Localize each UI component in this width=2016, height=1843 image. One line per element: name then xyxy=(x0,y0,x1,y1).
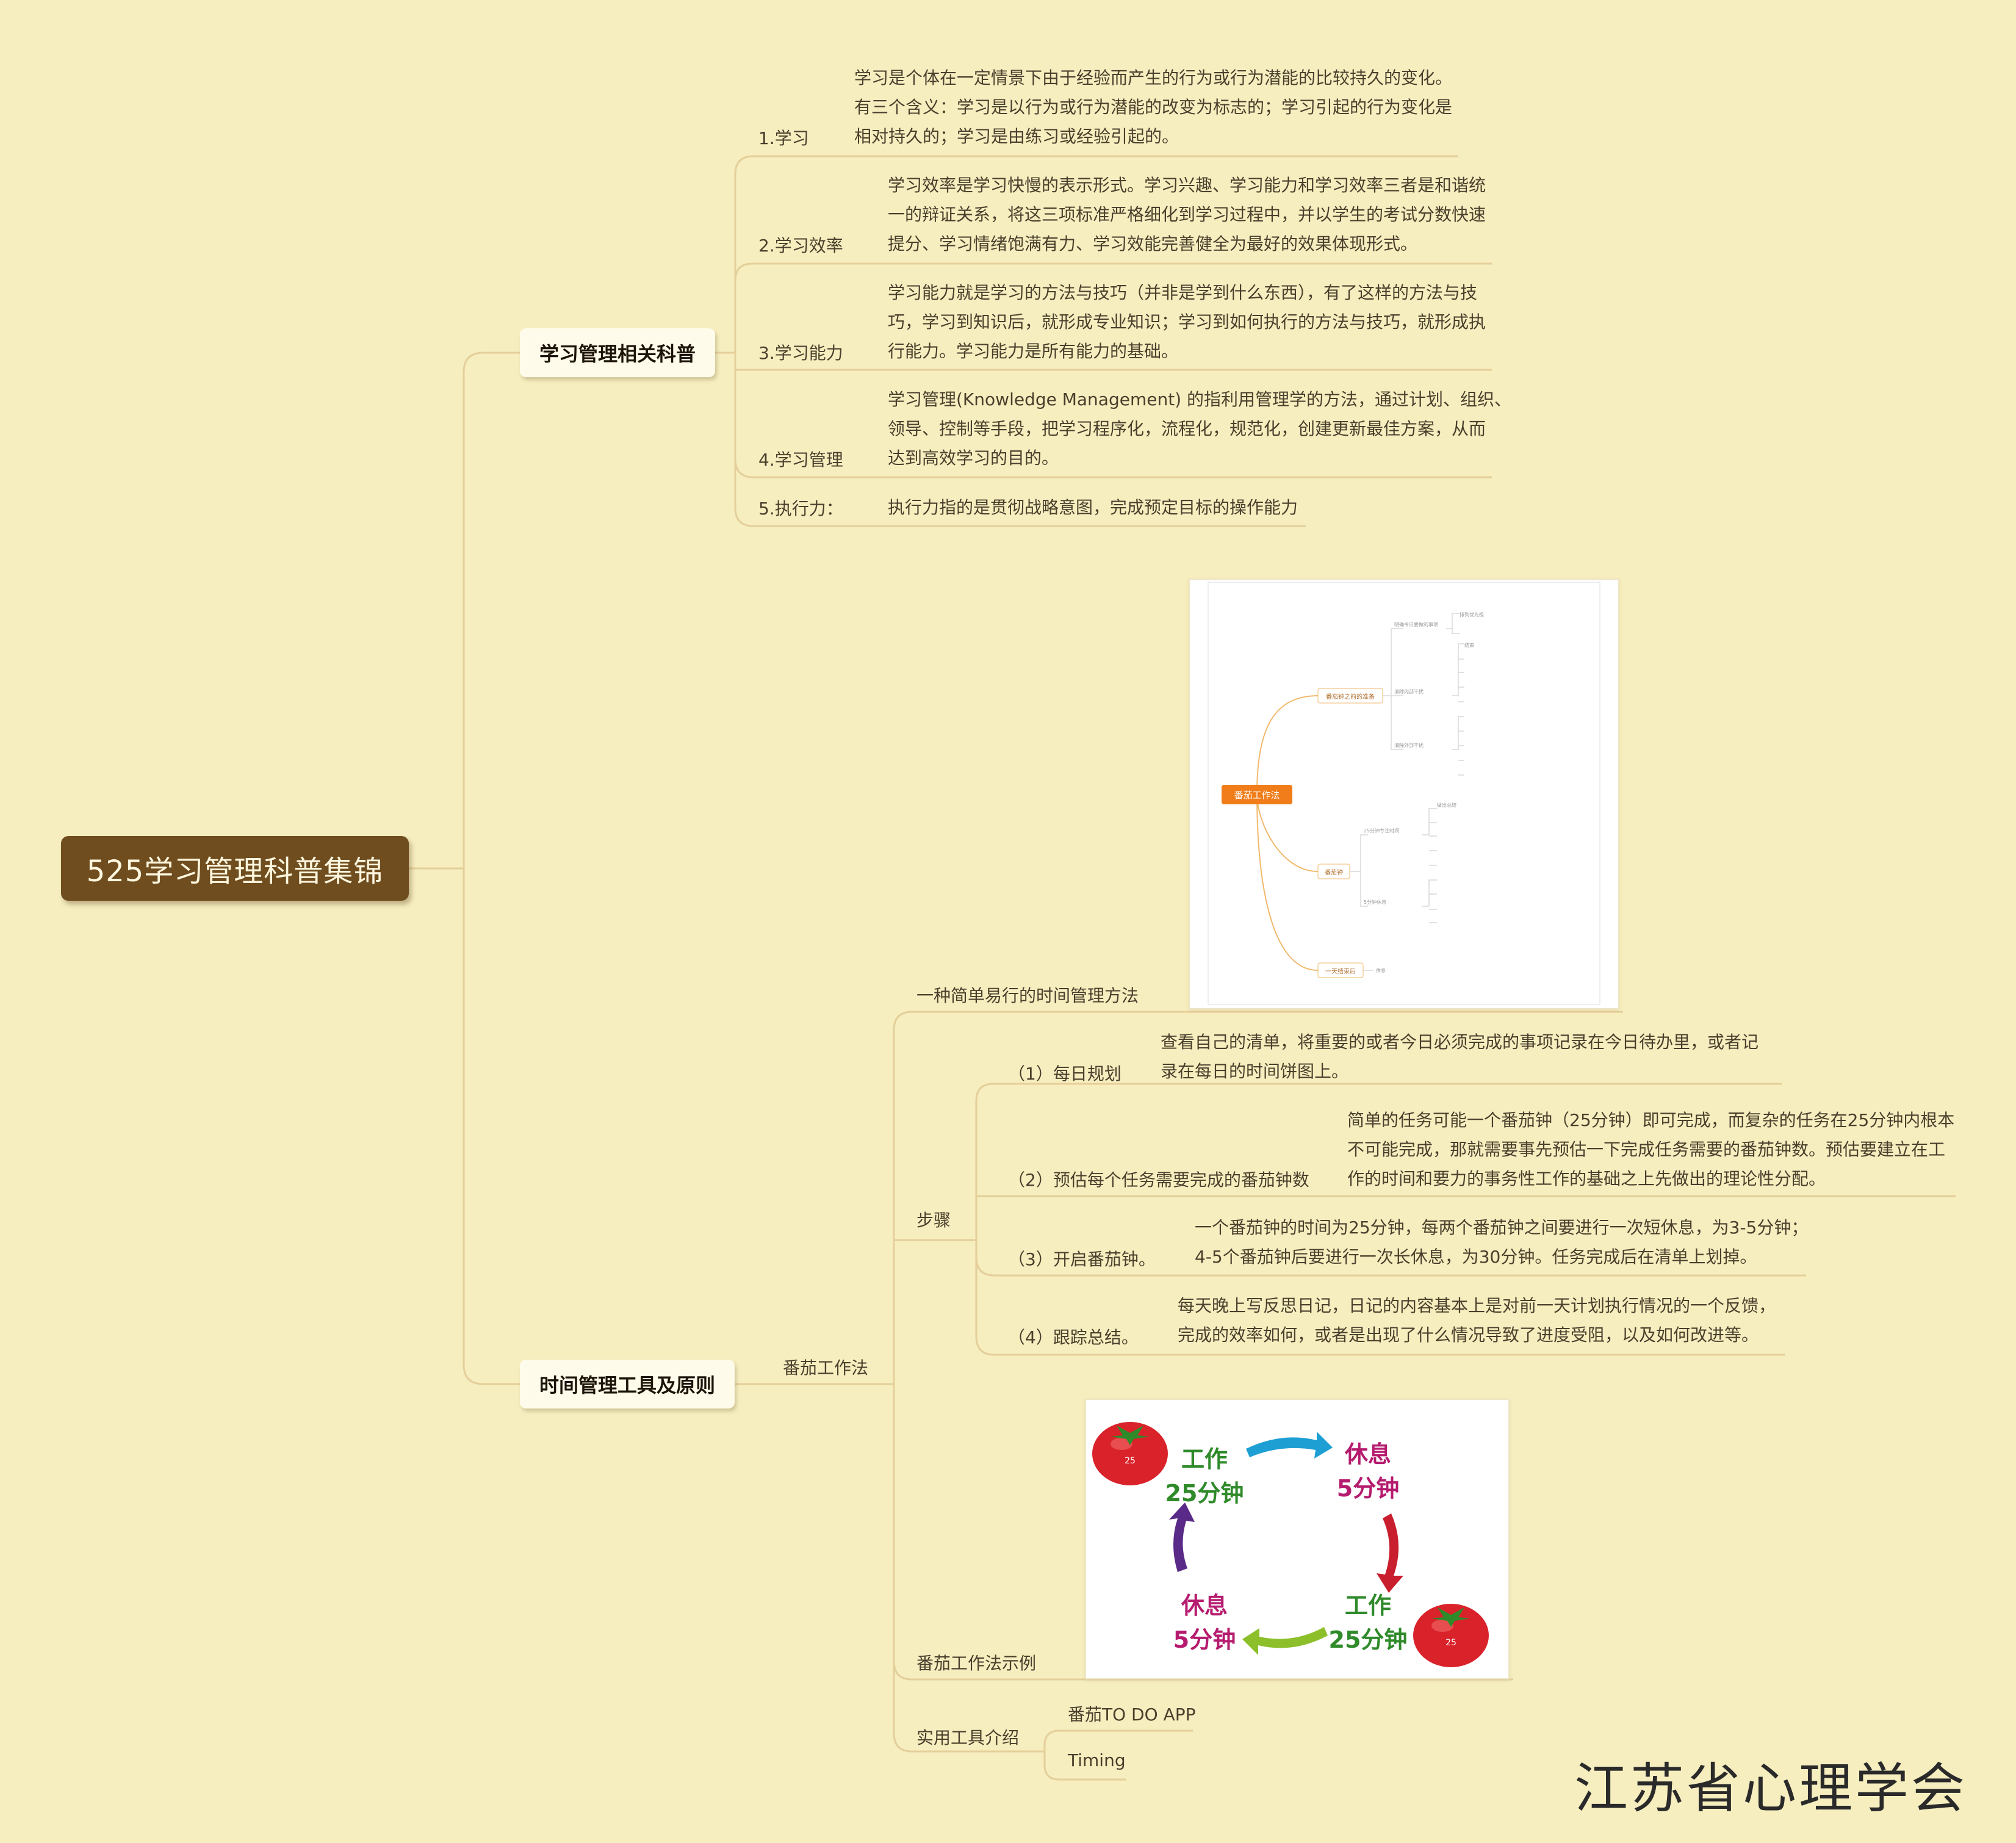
topic-learning-management[interactable]: 4.学习管理 xyxy=(758,450,843,470)
step-estimate[interactable]: （2）预估每个任务需要完成的番茄钟数 xyxy=(1008,1170,1309,1190)
pomodoro-cycle-diagram: 25 25 工作 25分钟 休息 5分钟 休息 5分钟 工作 25分钟 xyxy=(1092,1422,1489,1667)
cycle-arrows xyxy=(1169,1432,1403,1655)
step-start[interactable]: （3）开启番茄钟。 xyxy=(1008,1249,1156,1269)
mindmap-branch-prep: 番茄钟之前的准备 xyxy=(1326,693,1375,701)
mindmap-branch-pomodoro: 番茄钟 xyxy=(1325,868,1343,876)
note-execution: 执行力指的是贯彻战略意图，完成预定目标的操作能力 xyxy=(888,497,1298,518)
step-review[interactable]: （4）跟踪总结。 xyxy=(1008,1327,1139,1347)
label-rest: 休息 xyxy=(1344,1441,1391,1468)
mindmap-leaf: 清除内部干扰 xyxy=(1394,688,1424,694)
mindmap-leaf: 做出总结 xyxy=(1437,802,1456,808)
mindmap-leaf: 休息 xyxy=(1376,967,1386,973)
label-rest-time: 5分钟 xyxy=(1337,1475,1399,1502)
mindmap-leaf: 结束 xyxy=(1464,642,1474,648)
pomodoro-cycle-image[interactable]: 25 25 工作 25分钟 休息 5分钟 休息 5分钟 工作 25分钟 xyxy=(1085,1399,1510,1679)
mindmap-center: 番茄工作法 xyxy=(1234,790,1280,801)
watermark: 江苏省心理学会 xyxy=(1574,1757,1968,1820)
note-learning-ability: 学习能力就是学习的方法与技巧（并非是学到什么东西），有了这样的方法与技巧，学习到… xyxy=(888,283,1486,361)
label-rest-time: 5分钟 xyxy=(1173,1626,1236,1653)
note-review: 每天晚上写反思日记，日记的内容基本上是对前一天计划执行情况的一个反馈，完成的效率… xyxy=(1178,1296,1776,1345)
topic-pomodoro[interactable]: 番茄工作法 xyxy=(783,1358,869,1378)
topic-learning-efficiency[interactable]: 2.学习效率 xyxy=(758,236,843,256)
label-rest: 休息 xyxy=(1181,1592,1228,1619)
branch-time-management[interactable]: 时间管理工具及原则 xyxy=(520,1360,735,1408)
topic-pomodoro-intro[interactable]: 一种简单易行的时间管理方法 xyxy=(916,986,1139,1006)
topic-learning-ability[interactable]: 3.学习能力 xyxy=(758,343,843,363)
tool-pomodoro-todo-app[interactable]: 番茄TO DO APP xyxy=(1068,1704,1196,1725)
note-estimate: 简单的任务可能一个番茄钟（25分钟）即可完成，而复杂的任务在25分钟内根本不可能… xyxy=(1347,1110,1955,1189)
mindmap-thumbnail: 番茄工作法 番茄钟之前的准备 番茄钟 一天结束后 明确今日要做的事项 排列优先级… xyxy=(1208,582,1600,1005)
svg-text:25: 25 xyxy=(1445,1638,1456,1648)
note-learning-management: 学习管理(Knowledge Management) 的指利用管理学的方法，通过… xyxy=(888,389,1512,468)
root-topic[interactable]: 525学习管理科普集锦 xyxy=(61,836,409,901)
svg-text:25: 25 xyxy=(1125,1456,1136,1466)
topic-pomodoro-example[interactable]: 番茄工作法示例 xyxy=(916,1653,1037,1673)
mindmap-leaf: 明确今日要做的事项 xyxy=(1394,621,1438,627)
pomodoro-mindmap-image[interactable]: 番茄工作法 番茄钟之前的准备 番茄钟 一天结束后 明确今日要做的事项 排列优先级… xyxy=(1189,579,1619,1009)
topic-steps[interactable]: 步骤 xyxy=(916,1210,951,1230)
label-work-time: 25分钟 xyxy=(1329,1626,1408,1653)
tomato-icon: 25 xyxy=(1413,1604,1489,1667)
topic-tools[interactable]: 实用工具介绍 xyxy=(916,1728,1020,1748)
mindmap-leaf: 5分钟休息 xyxy=(1364,899,1386,905)
mindmap-leaf: 25分钟专注时间 xyxy=(1364,828,1399,834)
tomato-icon: 25 xyxy=(1092,1422,1168,1485)
mindmap-leaf: 清除外部干扰 xyxy=(1394,742,1424,748)
label-work: 工作 xyxy=(1181,1446,1228,1473)
topic-learning[interactable]: 1.学习 xyxy=(758,128,809,148)
topic-execution[interactable]: 5.执行力： xyxy=(758,499,843,519)
tool-timing[interactable]: Timing xyxy=(1068,1750,1126,1770)
label-work-time: 25分钟 xyxy=(1165,1480,1244,1507)
note-learning: 学习是个体在一定情景下由于经验而产生的行为或行为潜能的比较持久的变化。有三个含义… xyxy=(854,68,1453,146)
note-learning-efficiency: 学习效率是学习快慢的表示形式。学习兴趣、学习能力和学习效率三者是和谐统一的辩证关… xyxy=(888,175,1486,254)
mindmap-leaf: 排列优先级 xyxy=(1460,611,1484,618)
label-work: 工作 xyxy=(1345,1592,1391,1619)
note-daily-plan: 查看自己的清单，将重要的或者今日必须完成的事项记录在今日待办里，或者记录在每日的… xyxy=(1161,1032,1759,1081)
step-daily-plan[interactable]: （1）每日规划 xyxy=(1008,1064,1121,1084)
mindmap-branch-end: 一天结束后 xyxy=(1325,967,1356,975)
note-start: 一个番茄钟的时间为25分钟，每两个番茄钟之间要进行一次短休息，为3-5分钟；4-… xyxy=(1195,1217,1809,1267)
branch-learning-management[interactable]: 学习管理相关科普 xyxy=(520,328,715,377)
